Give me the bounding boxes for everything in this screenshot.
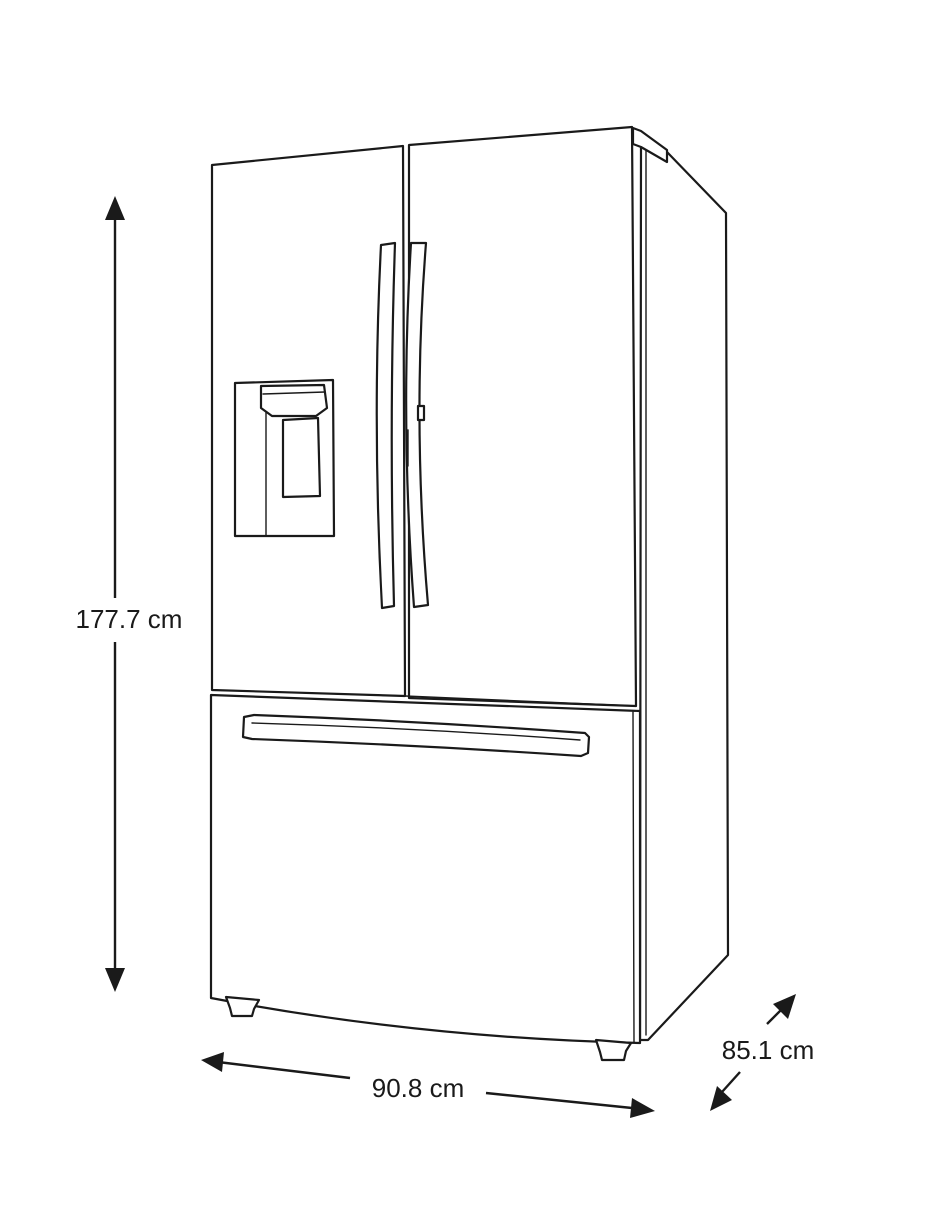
- depth-arrow-top: [773, 994, 796, 1019]
- right-foot: [594, 1038, 633, 1062]
- drawer-handle-inner: [251, 722, 581, 741]
- depth-arrow-bottom: [710, 1086, 732, 1111]
- depth-label: 85.1 cm: [722, 1035, 815, 1065]
- right-door-edge: [631, 133, 637, 701]
- depth-dimension: 85.1 cm: [710, 994, 814, 1111]
- drawer-right-edge: [632, 711, 635, 1043]
- dispenser-nozzle-lip: [262, 391, 326, 395]
- width-label: 90.8 cm: [372, 1073, 465, 1103]
- depth-dimension-line-bottom: [721, 1071, 741, 1093]
- width-dimension-line-right: [485, 1091, 633, 1110]
- width-dimension: 90.8 cm: [201, 1052, 655, 1118]
- height-dimension: 177.7 cm: [76, 196, 183, 992]
- width-dimension-line-left: [217, 1060, 351, 1080]
- dispenser-paddle: [281, 416, 322, 499]
- side-panel: [638, 138, 730, 1042]
- height-label: 177.7 cm: [76, 604, 183, 634]
- right-door: [407, 125, 638, 708]
- refrigerator-illustration: [209, 125, 730, 1062]
- width-arrow-left: [201, 1052, 224, 1072]
- right-door-handle: [405, 241, 430, 609]
- width-arrow-right: [630, 1098, 655, 1118]
- door-gap-strip: [211, 689, 637, 707]
- door-latch: [416, 404, 426, 422]
- left-foot: [224, 995, 261, 1018]
- dispenser-nozzle: [259, 383, 329, 418]
- height-arrow-top: [105, 196, 125, 220]
- left-door-handle: [375, 241, 397, 610]
- height-arrow-bottom: [105, 968, 125, 992]
